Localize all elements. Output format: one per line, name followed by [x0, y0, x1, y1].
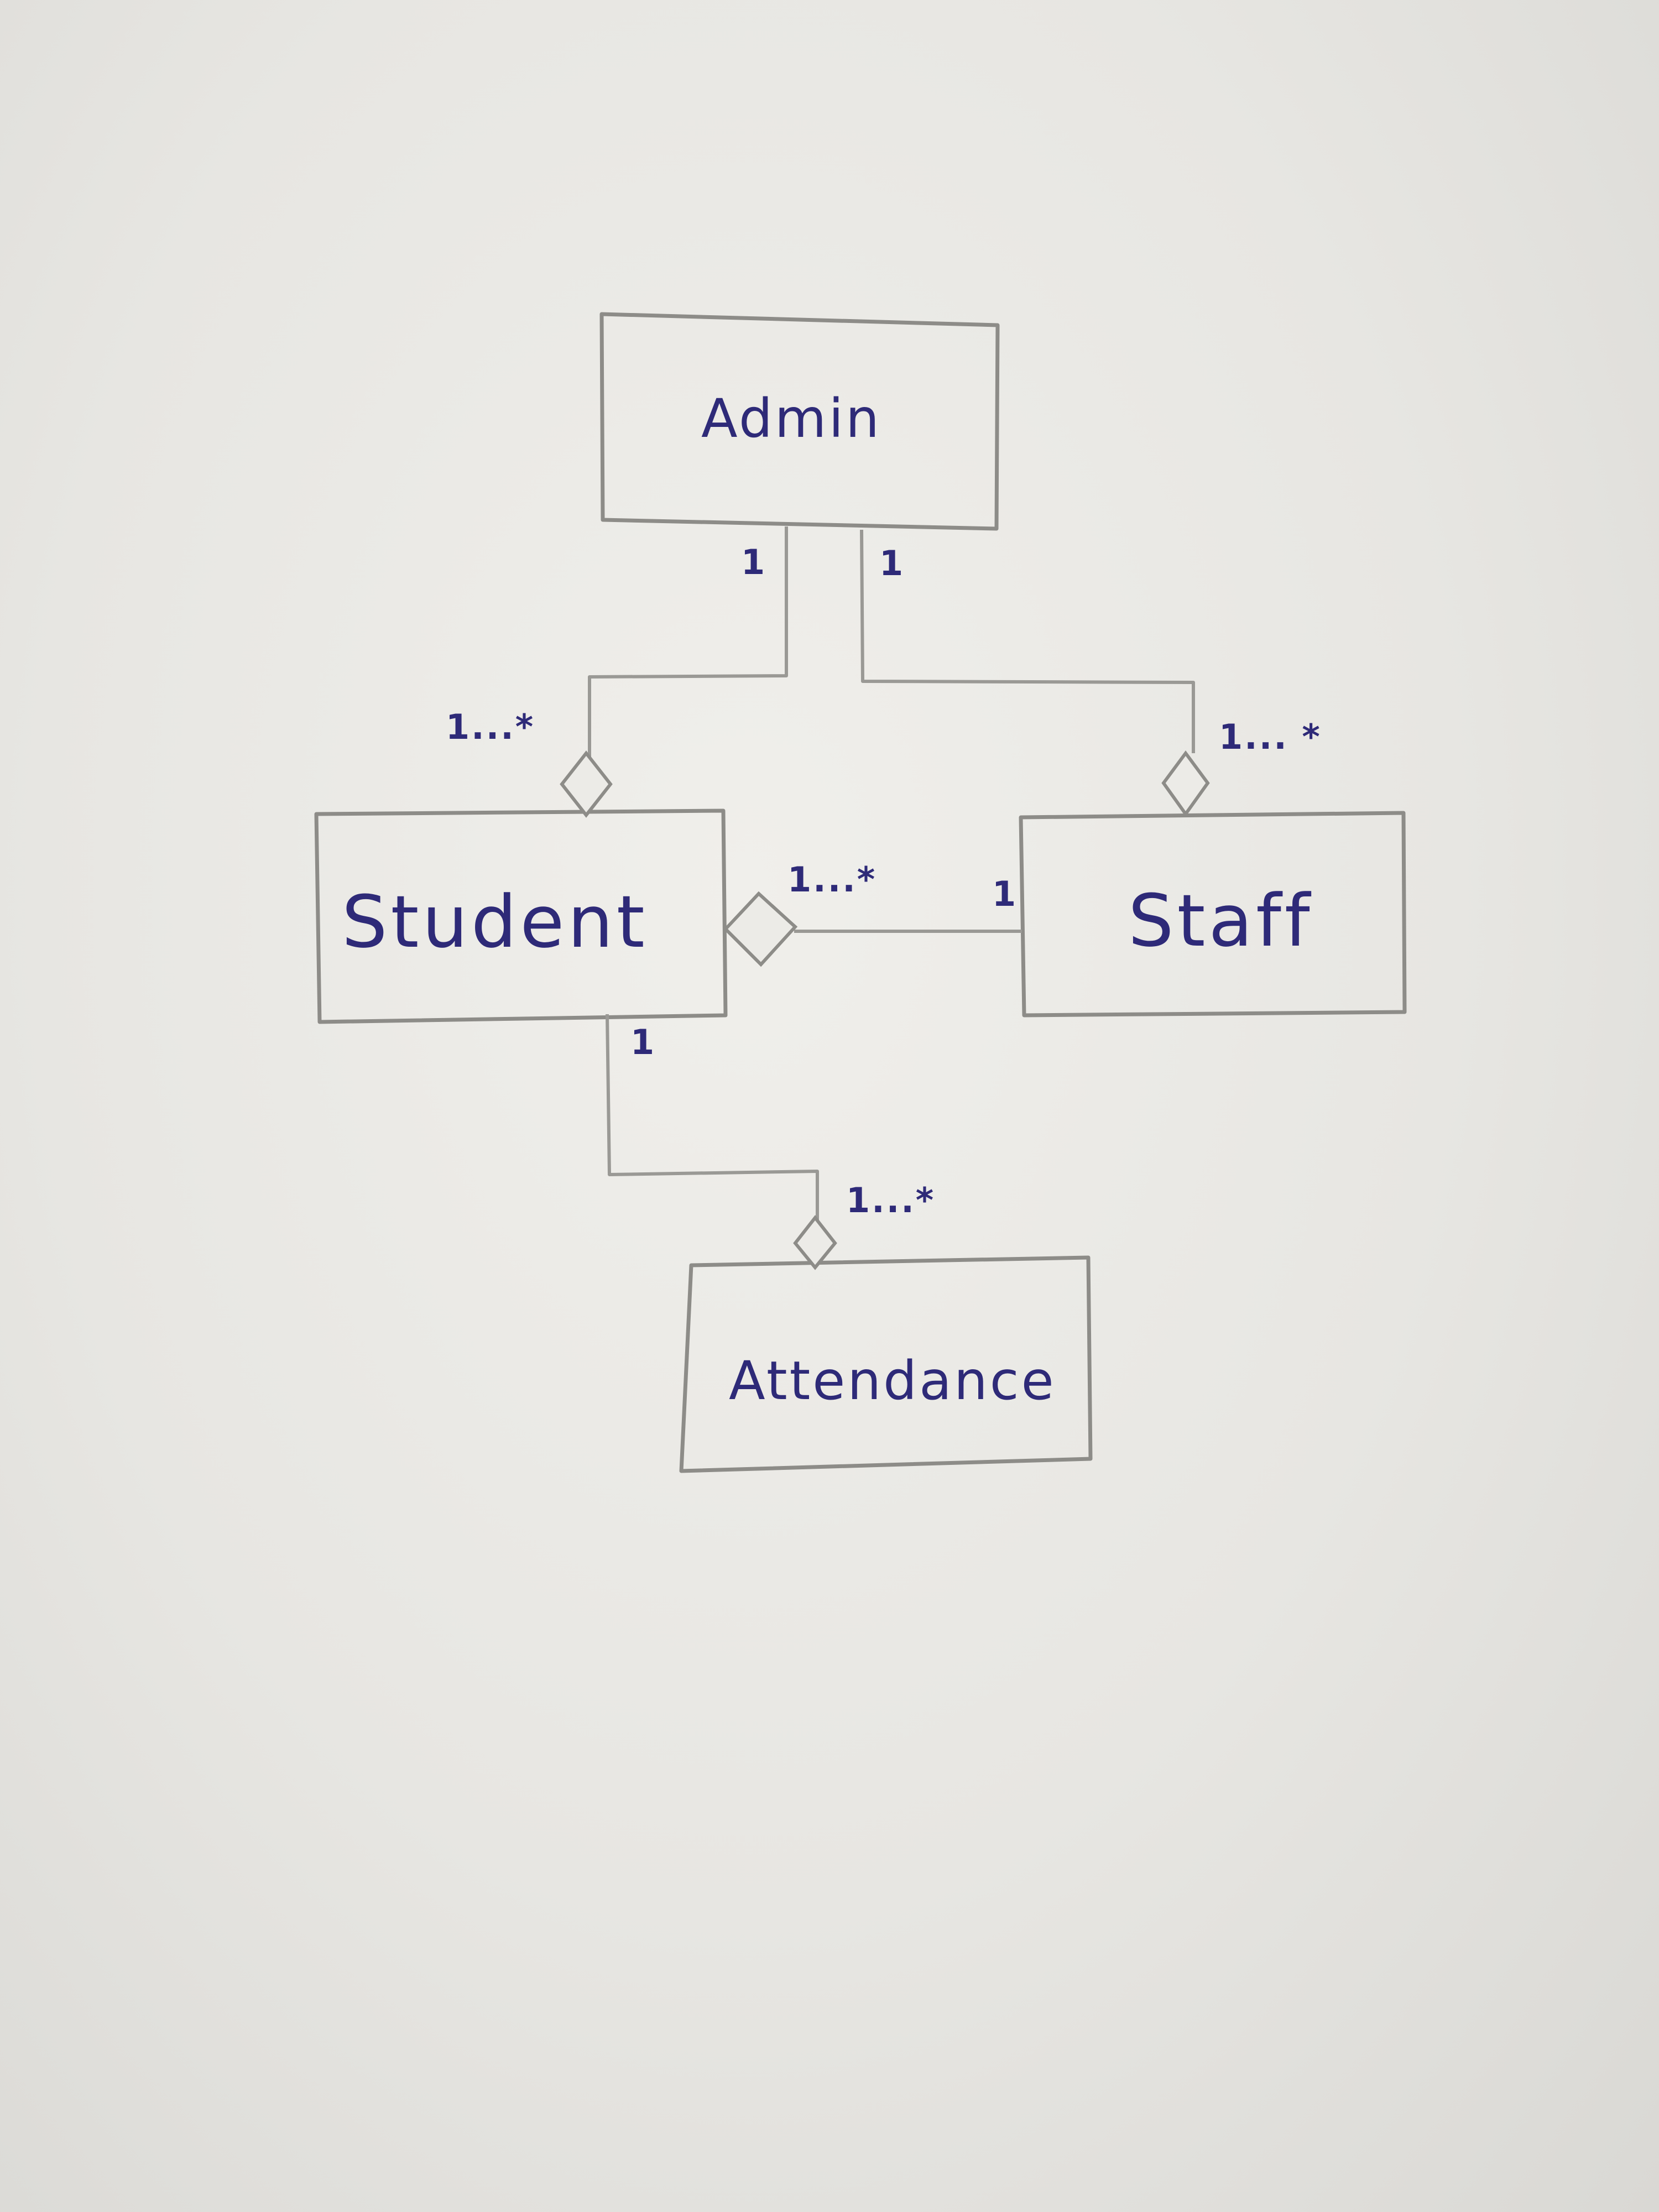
association-admin-staff[interactable]: 1 1... *	[860, 529, 1322, 817]
class-admin-box	[599, 312, 1000, 531]
multiplicity-source: 1	[992, 874, 1018, 914]
class-attendance-box	[679, 1255, 1093, 1473]
multiplicity-source: 1	[879, 543, 905, 583]
class-staff-label: Staff	[1128, 879, 1313, 963]
multiplicity-target: 1... *	[1219, 717, 1322, 757]
connector-line	[606, 1014, 819, 1220]
association-admin-student[interactable]: 1 1...*	[446, 526, 788, 818]
multiplicity-source: 1	[630, 1022, 656, 1062]
connector-line	[588, 526, 788, 758]
multiplicity-target: 1...*	[787, 859, 877, 900]
connector-line	[860, 529, 1195, 753]
aggregation-diamond	[723, 891, 798, 967]
class-attendance-label: Attendance	[729, 1350, 1056, 1412]
class-admin[interactable]: Admin	[599, 312, 1000, 531]
class-student-label: Student	[342, 880, 648, 964]
class-attendance[interactable]: Attendance	[679, 1255, 1093, 1473]
multiplicity-target: 1...*	[846, 1180, 935, 1220]
aggregation-diamond	[560, 750, 613, 818]
aggregation-diamond	[793, 1215, 837, 1270]
class-admin-label: Admin	[701, 388, 881, 450]
class-staff-box	[1019, 811, 1407, 1018]
class-student[interactable]: Student	[314, 808, 728, 1024]
multiplicity-source: 1	[741, 542, 766, 582]
multiplicity-target: 1...*	[446, 707, 535, 747]
aggregation-diamond	[1161, 750, 1210, 817]
class-staff[interactable]: Staff	[1019, 811, 1407, 1018]
association-student-attendance[interactable]: 1 1...*	[606, 1014, 935, 1270]
association-staff-student[interactable]: 1...* 1	[723, 859, 1022, 967]
